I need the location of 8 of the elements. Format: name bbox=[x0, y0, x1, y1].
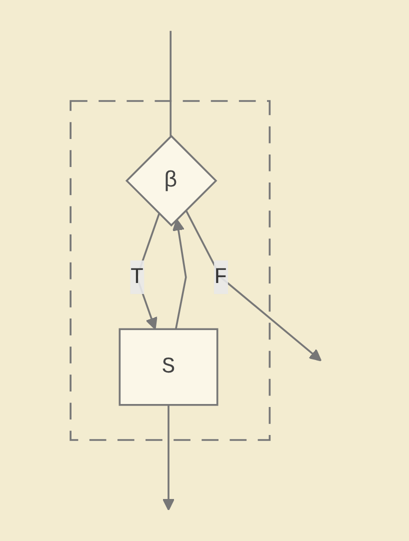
edge-label: T bbox=[130, 264, 144, 290]
decision-diamond: β bbox=[125, 134, 218, 227]
dashed-frame bbox=[70, 100, 271, 441]
process-box: S bbox=[118, 328, 218, 406]
arrow bbox=[185, 210, 322, 362]
arrow bbox=[172, 218, 187, 330]
edge-label: F bbox=[214, 264, 228, 290]
arrow bbox=[162, 404, 175, 511]
